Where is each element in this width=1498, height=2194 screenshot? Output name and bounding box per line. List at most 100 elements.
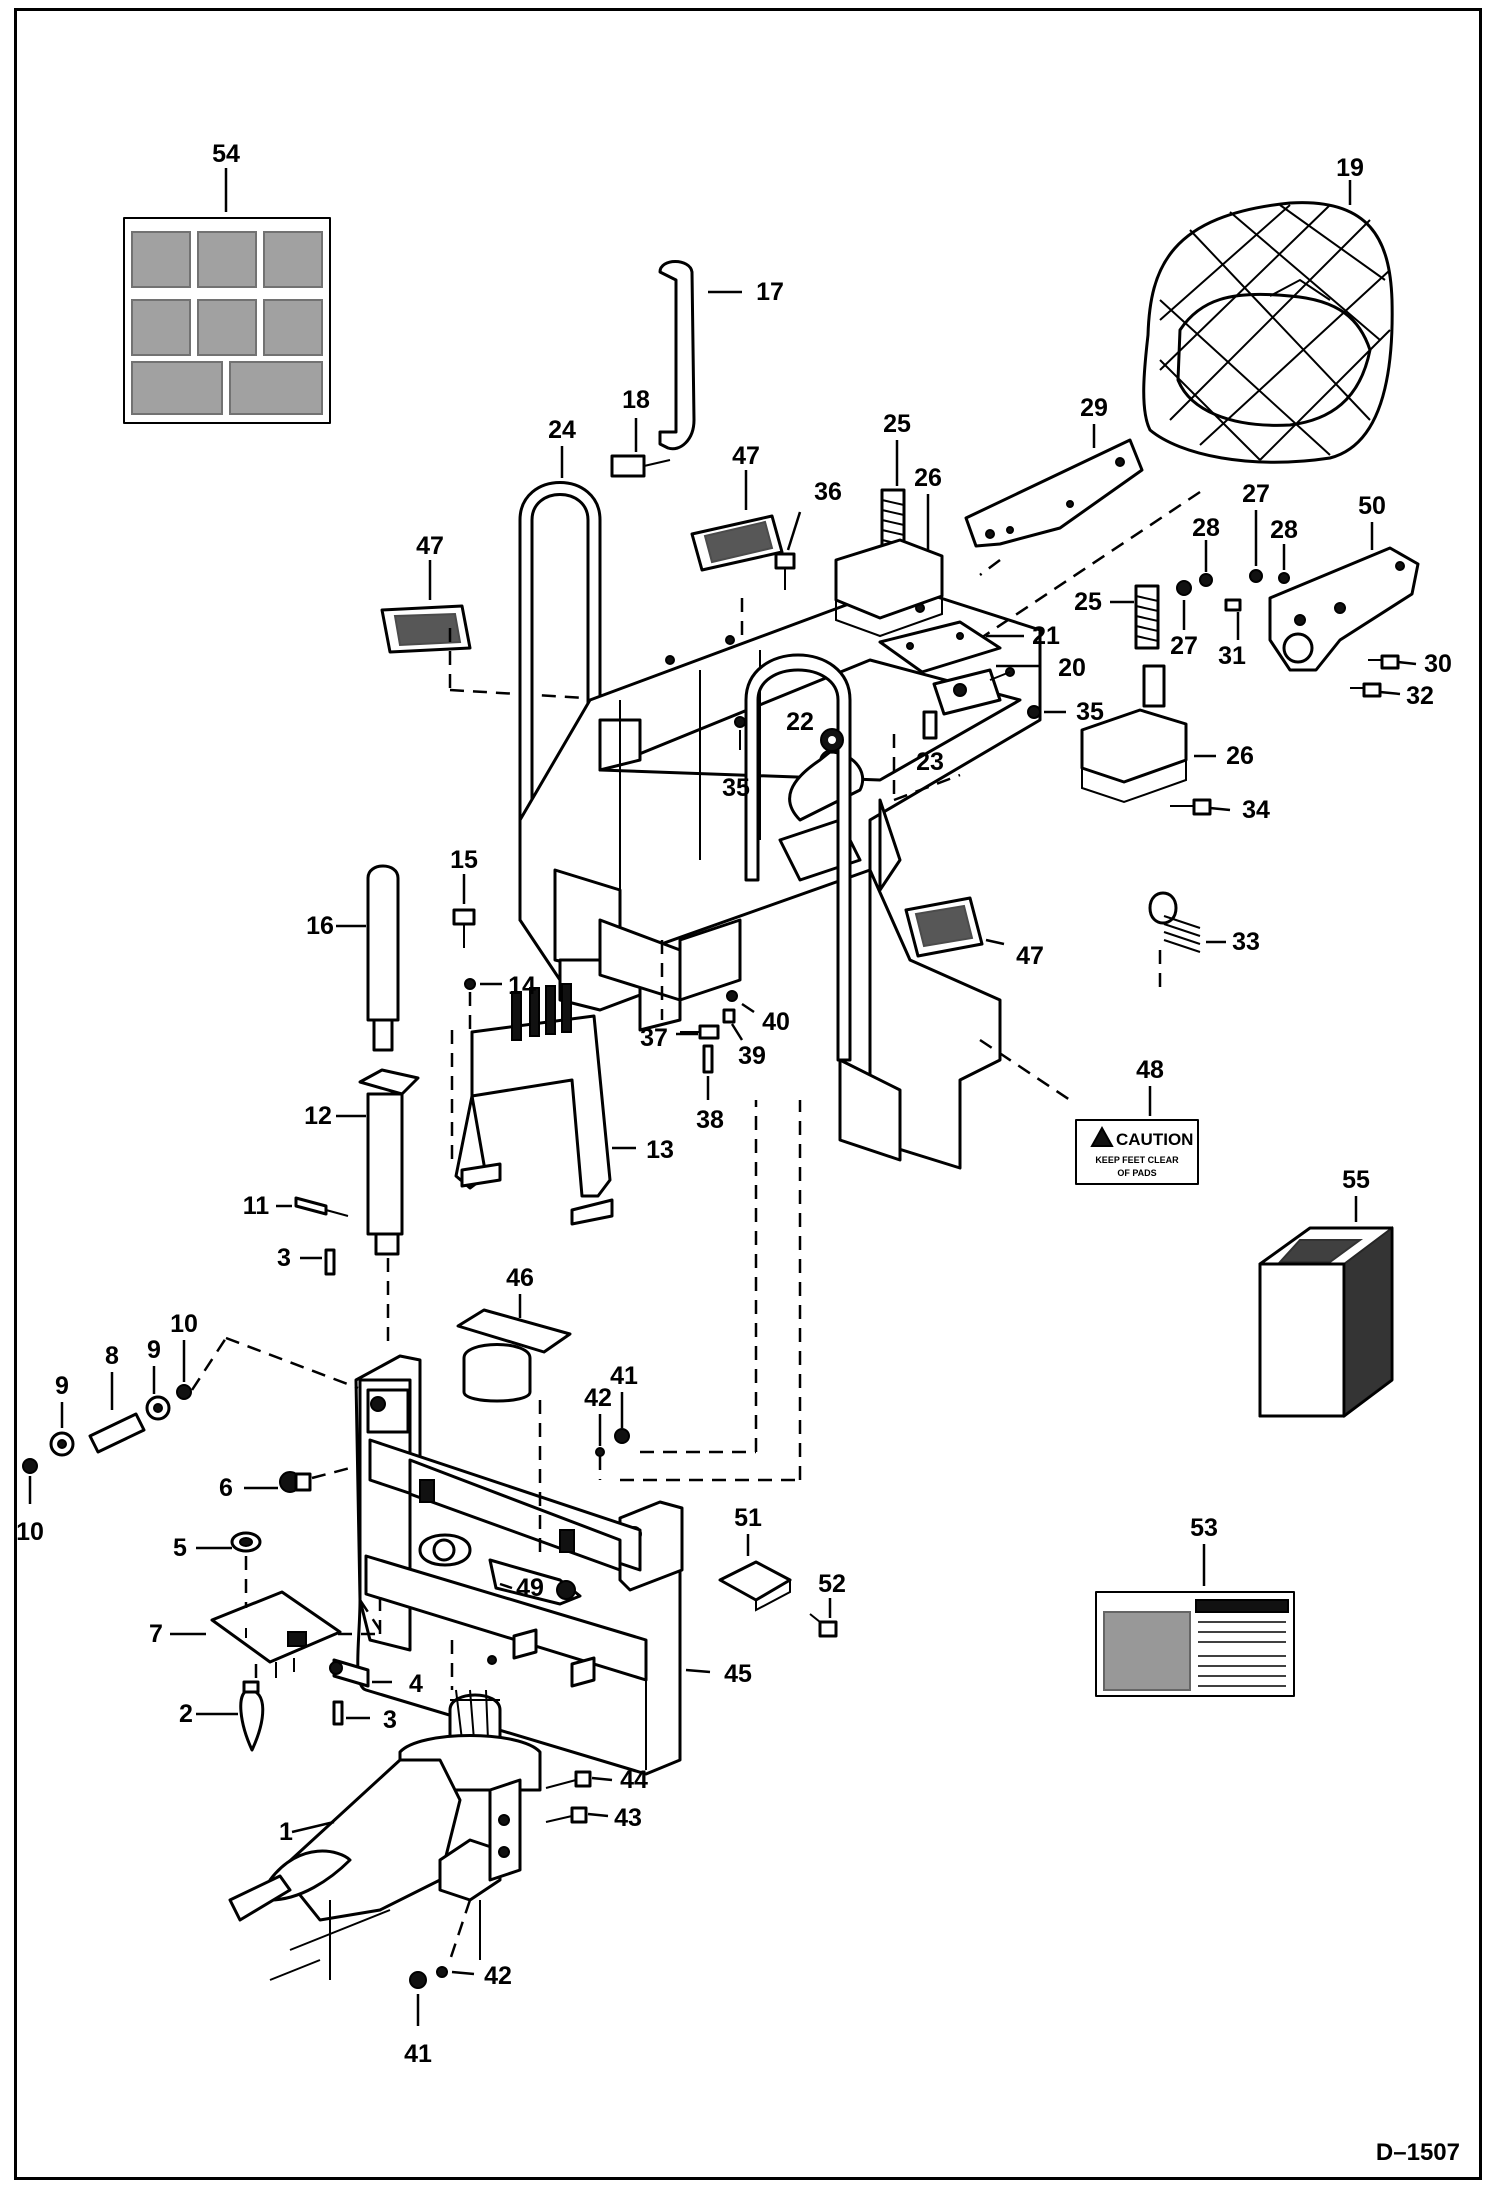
part-43-bolt <box>545 1806 588 1824</box>
callout-30: 30 <box>1424 650 1452 678</box>
callout-27b: 27 <box>1170 632 1198 660</box>
part-32-bolt <box>1350 682 1382 698</box>
callout-41b: 41 <box>404 2040 432 2068</box>
callout-55: 55 <box>1342 1166 1370 1194</box>
part-47-foot-pad-left <box>380 604 472 654</box>
part-16-cylinder-rod <box>366 864 400 1052</box>
callout-44: 44 <box>620 1766 648 1794</box>
callout-26b: 26 <box>1226 742 1254 770</box>
callout-11: 11 <box>243 1192 270 1220</box>
part-54-instruction-sheet <box>123 217 331 424</box>
callout-19: 19 <box>1336 154 1364 182</box>
part-37-bolt <box>680 1024 720 1040</box>
part-8-pin <box>88 1412 146 1454</box>
part-52-bolt <box>809 1613 838 1638</box>
part-38-pin <box>702 1044 714 1074</box>
part-35-bolt-left <box>734 716 746 750</box>
part-30-bolt <box>1368 654 1400 670</box>
part-27-nut-upper <box>1249 569 1263 583</box>
callout-47c: 47 <box>1016 942 1044 970</box>
part-10-washer-right <box>176 1384 192 1400</box>
part-25-spring-lower <box>1134 584 1160 650</box>
caution-line-1: KEEP FEET CLEAR <box>1095 1155 1179 1165</box>
part-4-pin <box>329 1658 370 1688</box>
part-22-bushing <box>820 728 844 752</box>
callout-18: 18 <box>622 386 650 414</box>
callout-7: 7 <box>149 1620 163 1648</box>
callout-38: 38 <box>696 1106 724 1134</box>
callout-37: 37 <box>640 1024 668 1052</box>
part-49-link <box>488 1558 582 1606</box>
callout-35a: 35 <box>722 774 750 802</box>
drawing-number: D–1507 <box>1376 2139 1460 2166</box>
part-48-caution-decal: CAUTION KEEP FEET CLEAR OF PADS <box>1075 1119 1199 1185</box>
caution-title: CAUTION <box>1116 1130 1193 1149</box>
callout-25b: 25 <box>1074 588 1102 616</box>
part-51-cover <box>718 1560 792 1612</box>
callout-43: 43 <box>614 1804 642 1832</box>
callout-46: 46 <box>506 1264 534 1292</box>
part-26-bracket-lower <box>1080 664 1188 804</box>
part-33-spring <box>1148 891 1201 953</box>
main-frame <box>518 583 1042 1170</box>
part-28-washer-lower <box>1199 573 1213 587</box>
part-11-pin <box>294 1196 349 1217</box>
part-15-bolt <box>452 908 476 948</box>
part-53-warning-decal <box>1095 1591 1295 1697</box>
part-18-bolt <box>610 454 671 478</box>
callout-24a: 24 <box>548 416 576 444</box>
part-35-nut-right <box>1027 705 1041 719</box>
part-3-pin-lower <box>332 1700 344 1726</box>
callout-50: 50 <box>1358 492 1386 520</box>
callout-4: 4 <box>409 1670 423 1698</box>
part-40-nut <box>726 990 738 1002</box>
part-5-nut <box>230 1531 262 1553</box>
callout-10a: 10 <box>16 1518 44 1546</box>
part-39-clip <box>722 1008 736 1024</box>
callout-20: 20 <box>1058 654 1086 682</box>
callout-48: 48 <box>1136 1056 1164 1084</box>
part-13-valve-guard <box>454 983 614 1226</box>
callout-9b: 9 <box>147 1336 161 1364</box>
callout-40: 40 <box>762 1008 790 1036</box>
callout-53: 53 <box>1190 1514 1218 1542</box>
callout-49: 49 <box>516 1574 544 1602</box>
part-14-washer <box>464 978 476 990</box>
callout-28b: 28 <box>1270 516 1298 544</box>
callout-31: 31 <box>1218 642 1246 670</box>
part-46-bracket <box>456 1308 572 1403</box>
callout-3b: 3 <box>383 1706 397 1734</box>
callout-54: 54 <box>212 140 240 168</box>
caution-line-2: OF PADS <box>1117 1168 1156 1178</box>
callout-3a: 3 <box>277 1244 291 1272</box>
part-1-boom-casting <box>228 1689 542 1981</box>
callout-34: 34 <box>1242 796 1270 824</box>
callout-36: 36 <box>814 478 842 506</box>
callout-41a: 41 <box>610 1362 638 1390</box>
callout-35b: 35 <box>1076 698 1104 726</box>
callout-9a: 9 <box>55 1372 69 1400</box>
callout-32: 32 <box>1406 682 1434 710</box>
callout-45: 45 <box>724 1660 752 1688</box>
callout-12: 12 <box>304 1102 332 1130</box>
callout-21: 21 <box>1032 622 1060 650</box>
part-6-fitting <box>279 1471 312 1493</box>
part-47-foot-pad-right <box>904 896 984 958</box>
callout-16: 16 <box>306 912 334 940</box>
callout-42a: 42 <box>584 1384 612 1412</box>
part-47-foot-pad-center <box>690 514 784 572</box>
part-27-nut-lower <box>1176 580 1192 596</box>
part-55-box <box>1258 1226 1394 1418</box>
part-9-bushing-left <box>49 1431 75 1457</box>
callout-17: 17 <box>756 278 784 306</box>
part-19-seat <box>1142 201 1394 464</box>
callout-52: 52 <box>818 1570 846 1598</box>
part-23-pin <box>922 710 938 740</box>
callout-8: 8 <box>105 1342 119 1370</box>
callout-13: 13 <box>646 1136 674 1164</box>
callout-labels: 54 19 17 18 24 29 25 47 26 36 27 50 28 2… <box>16 140 1460 2166</box>
callout-39: 39 <box>738 1042 766 1070</box>
callout-10b: 10 <box>170 1310 198 1338</box>
part-7-plate <box>210 1590 342 1678</box>
